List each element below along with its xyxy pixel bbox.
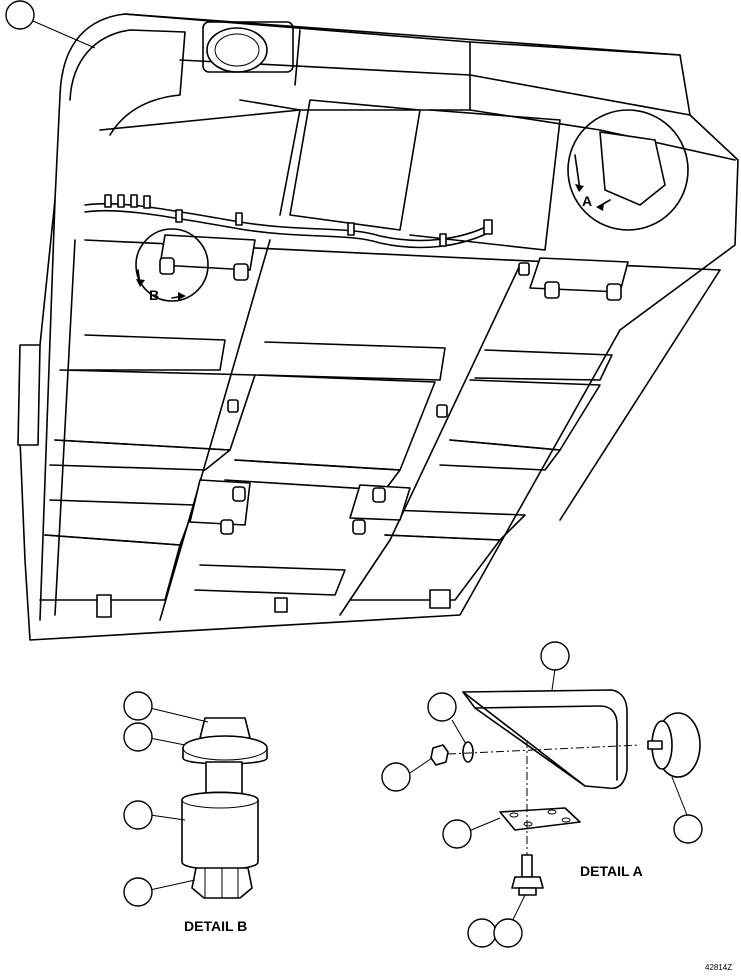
balloon-main-assembly: [5, 0, 35, 30]
view-a-callout: A: [567, 109, 689, 231]
detail-a-nut: [430, 744, 449, 766]
detail-a-bracket: [462, 689, 628, 790]
duct: [69, 29, 186, 136]
balloon-washer-b: [123, 722, 153, 752]
detail-a-washer: [462, 741, 474, 763]
main-assembly-view: [17, 13, 739, 641]
balloons: [5, 0, 703, 948]
detail-a: [430, 689, 701, 896]
speaker: [206, 27, 268, 73]
panel-outline: [19, 13, 739, 641]
detail-b: [181, 717, 268, 899]
detail-b-bumper: [181, 791, 259, 871]
balloon-bracket: [540, 641, 570, 671]
drawing-number: 42814Z: [705, 963, 732, 972]
view-b-circle: [135, 228, 209, 302]
view-a-circle: [567, 109, 689, 231]
balloon-bumper-a: [673, 814, 703, 844]
balloon-bolt-1: [467, 918, 497, 948]
view-a-label: A: [582, 193, 592, 209]
detail-a-bolt: [521, 854, 533, 878]
bracket-rear-left: [159, 234, 256, 271]
view-b-callout: B: [135, 228, 209, 303]
balloon-nut-b-1: [123, 691, 153, 721]
view-b-label: B: [149, 287, 159, 303]
balloon-nut-a: [381, 762, 411, 792]
balloon-washer: [427, 692, 457, 722]
detail-b-top-nut: [199, 717, 251, 739]
detail-b-title: DETAIL B: [184, 918, 247, 934]
balloon-bolt-2: [493, 918, 523, 948]
detail-a-plate: [499, 807, 581, 831]
balloon-bumper-b: [123, 800, 153, 830]
detail-a-title: DETAIL A: [580, 863, 643, 879]
balloon-plate: [442, 819, 472, 849]
balloon-nut-b-2: [123, 877, 153, 907]
